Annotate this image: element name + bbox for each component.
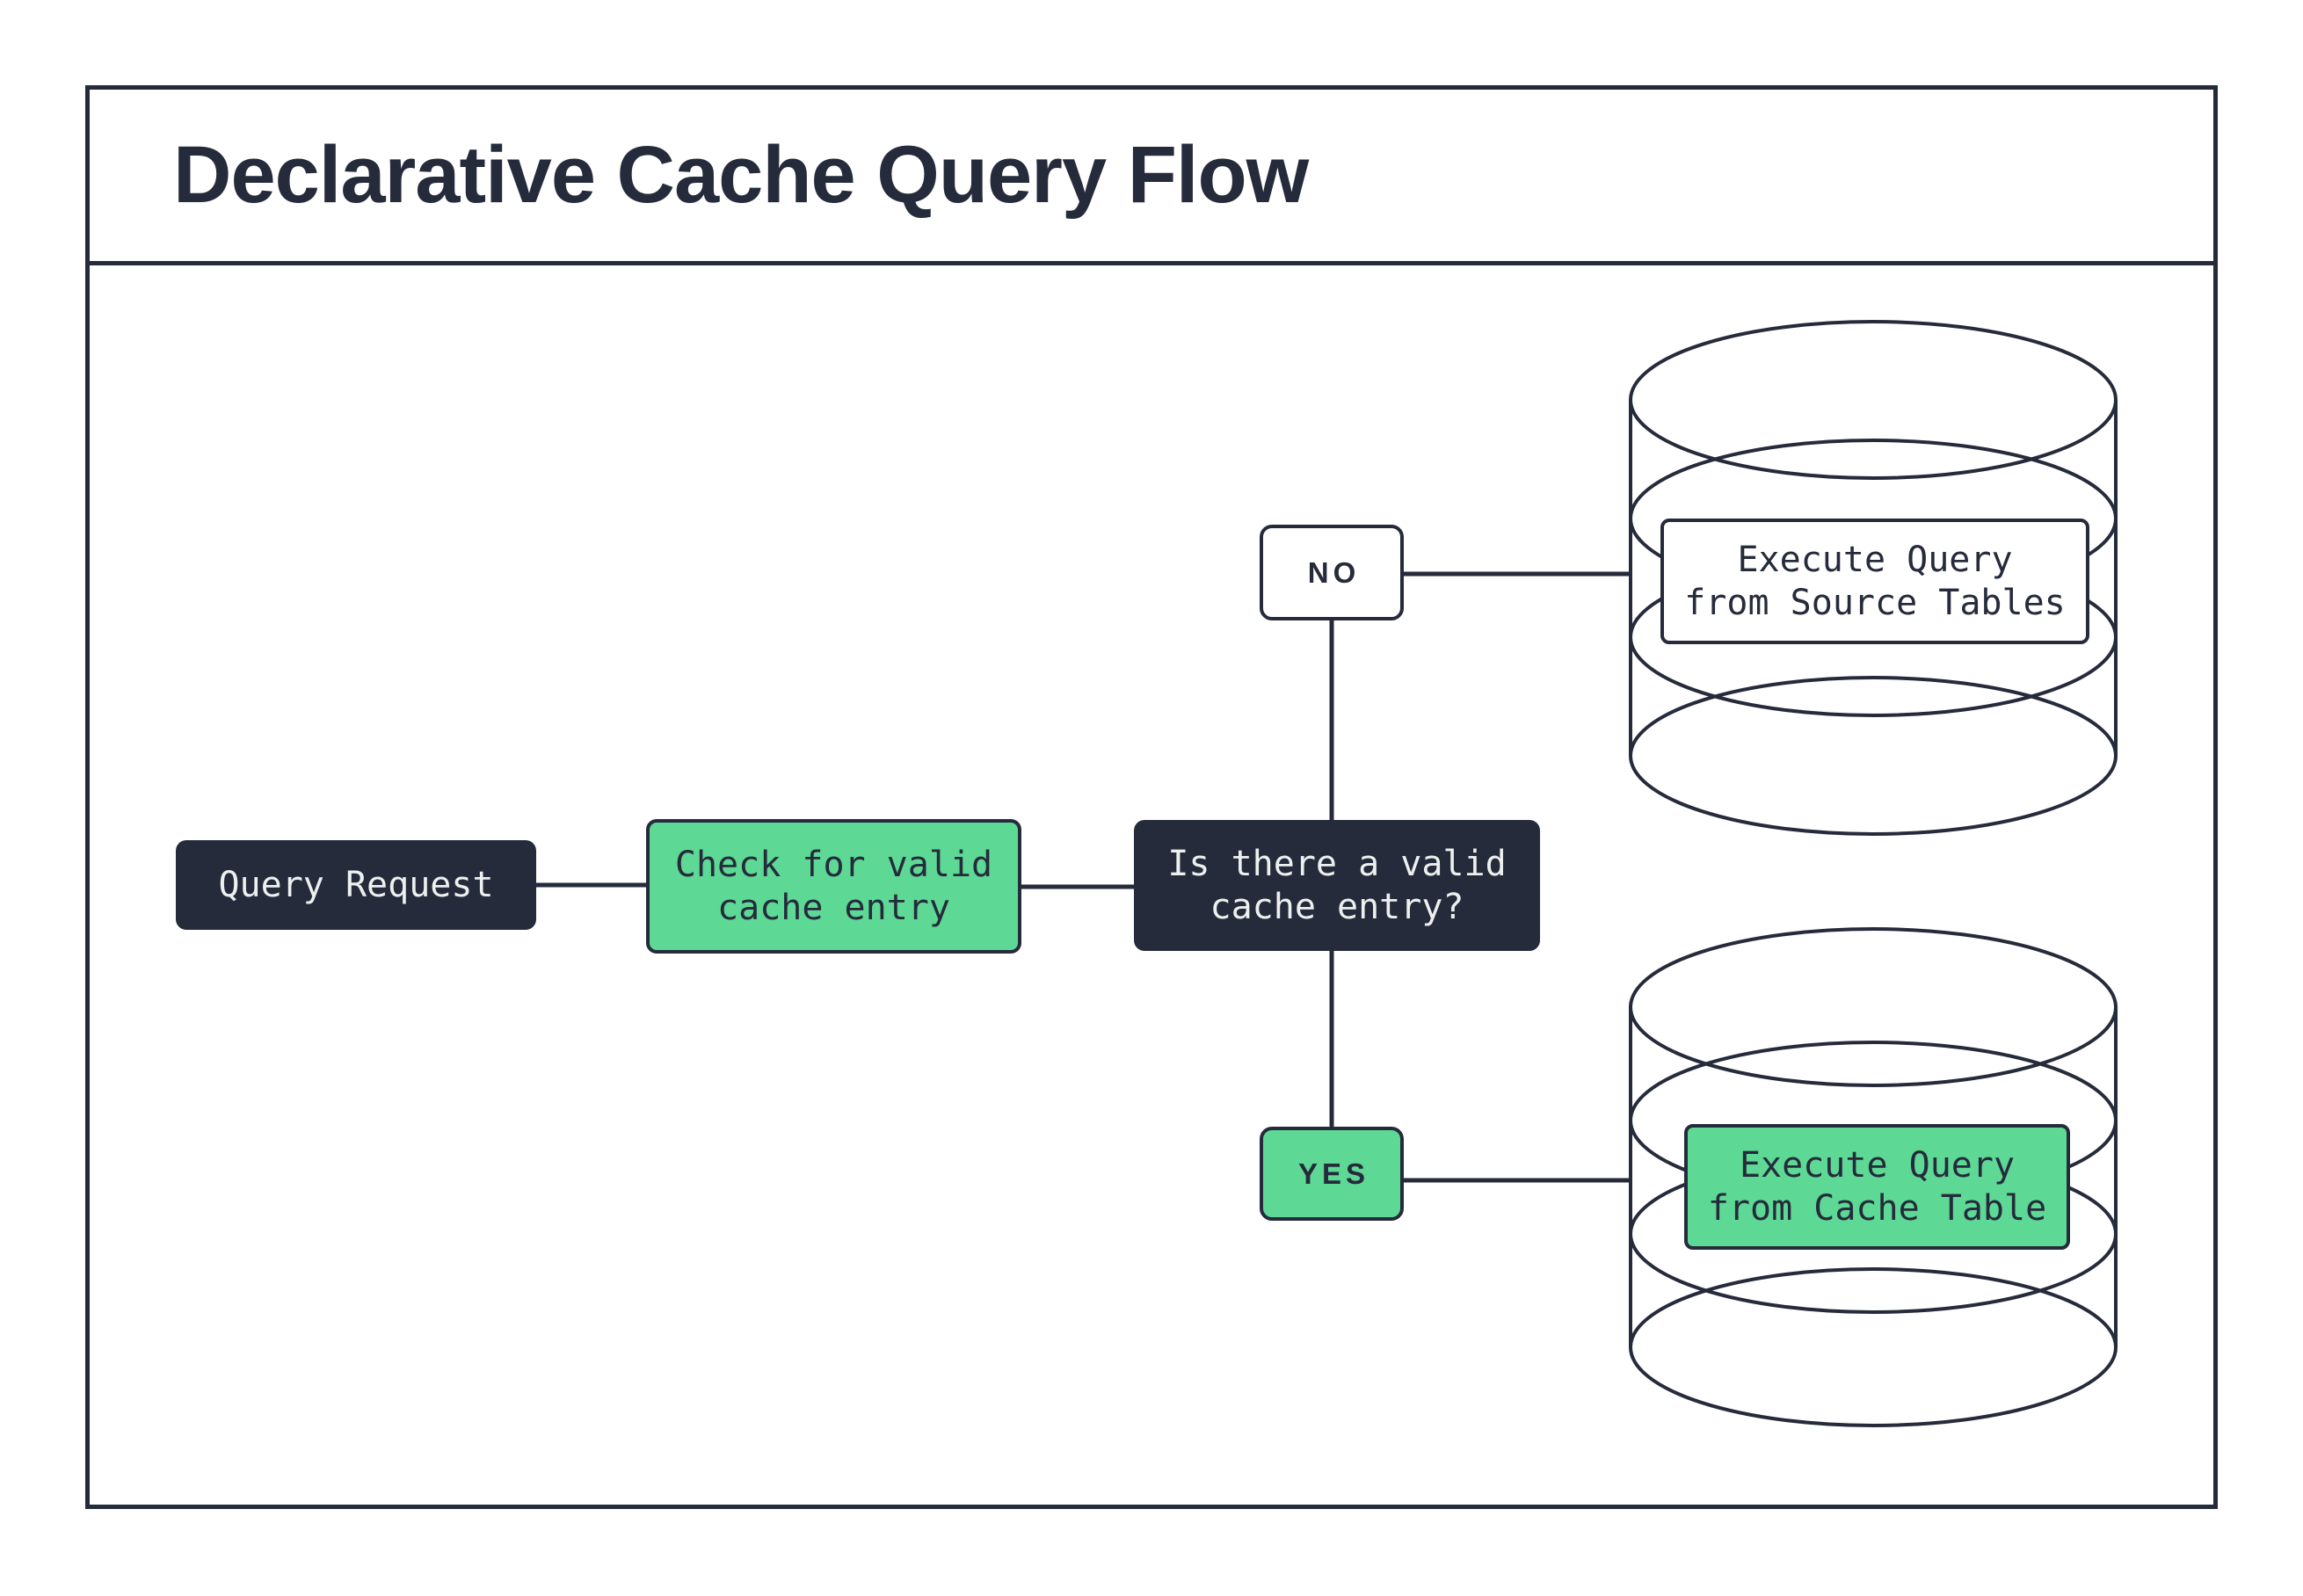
node-check-cache-label: Check for valid cache entry <box>674 844 993 928</box>
edge-label-no-text: NO <box>1307 555 1361 589</box>
node-decision-valid-cache: Is there a valid cache entry? <box>1134 820 1540 951</box>
node-query-request: Query Request <box>176 840 536 930</box>
node-execute-source-tables: Execute Query from Source Tables <box>1660 519 2089 644</box>
title-bar: Declarative Cache Query Flow <box>90 90 2213 265</box>
node-check-cache: Check for valid cache entry <box>646 819 1021 954</box>
diagram-frame: Declarative Cache Query Flow <box>85 85 2218 1509</box>
node-decision-label: Is there a valid cache entry? <box>1167 843 1507 927</box>
flow-connectors <box>536 571 1633 1183</box>
edge-label-yes-text: YES <box>1297 1157 1370 1190</box>
node-execute-source-tables-label: Execute Query from Source Tables <box>1684 539 2066 623</box>
edge-label-yes: YES <box>1260 1127 1404 1221</box>
node-execute-cache-table: Execute Query from Cache Table <box>1684 1124 2070 1250</box>
edge-label-no: NO <box>1260 525 1404 620</box>
page-title: Declarative Cache Query Flow <box>173 130 1309 220</box>
node-query-request-label: Query Request <box>218 864 494 905</box>
node-execute-cache-table-label: Execute Query from Cache Table <box>1707 1144 2047 1229</box>
